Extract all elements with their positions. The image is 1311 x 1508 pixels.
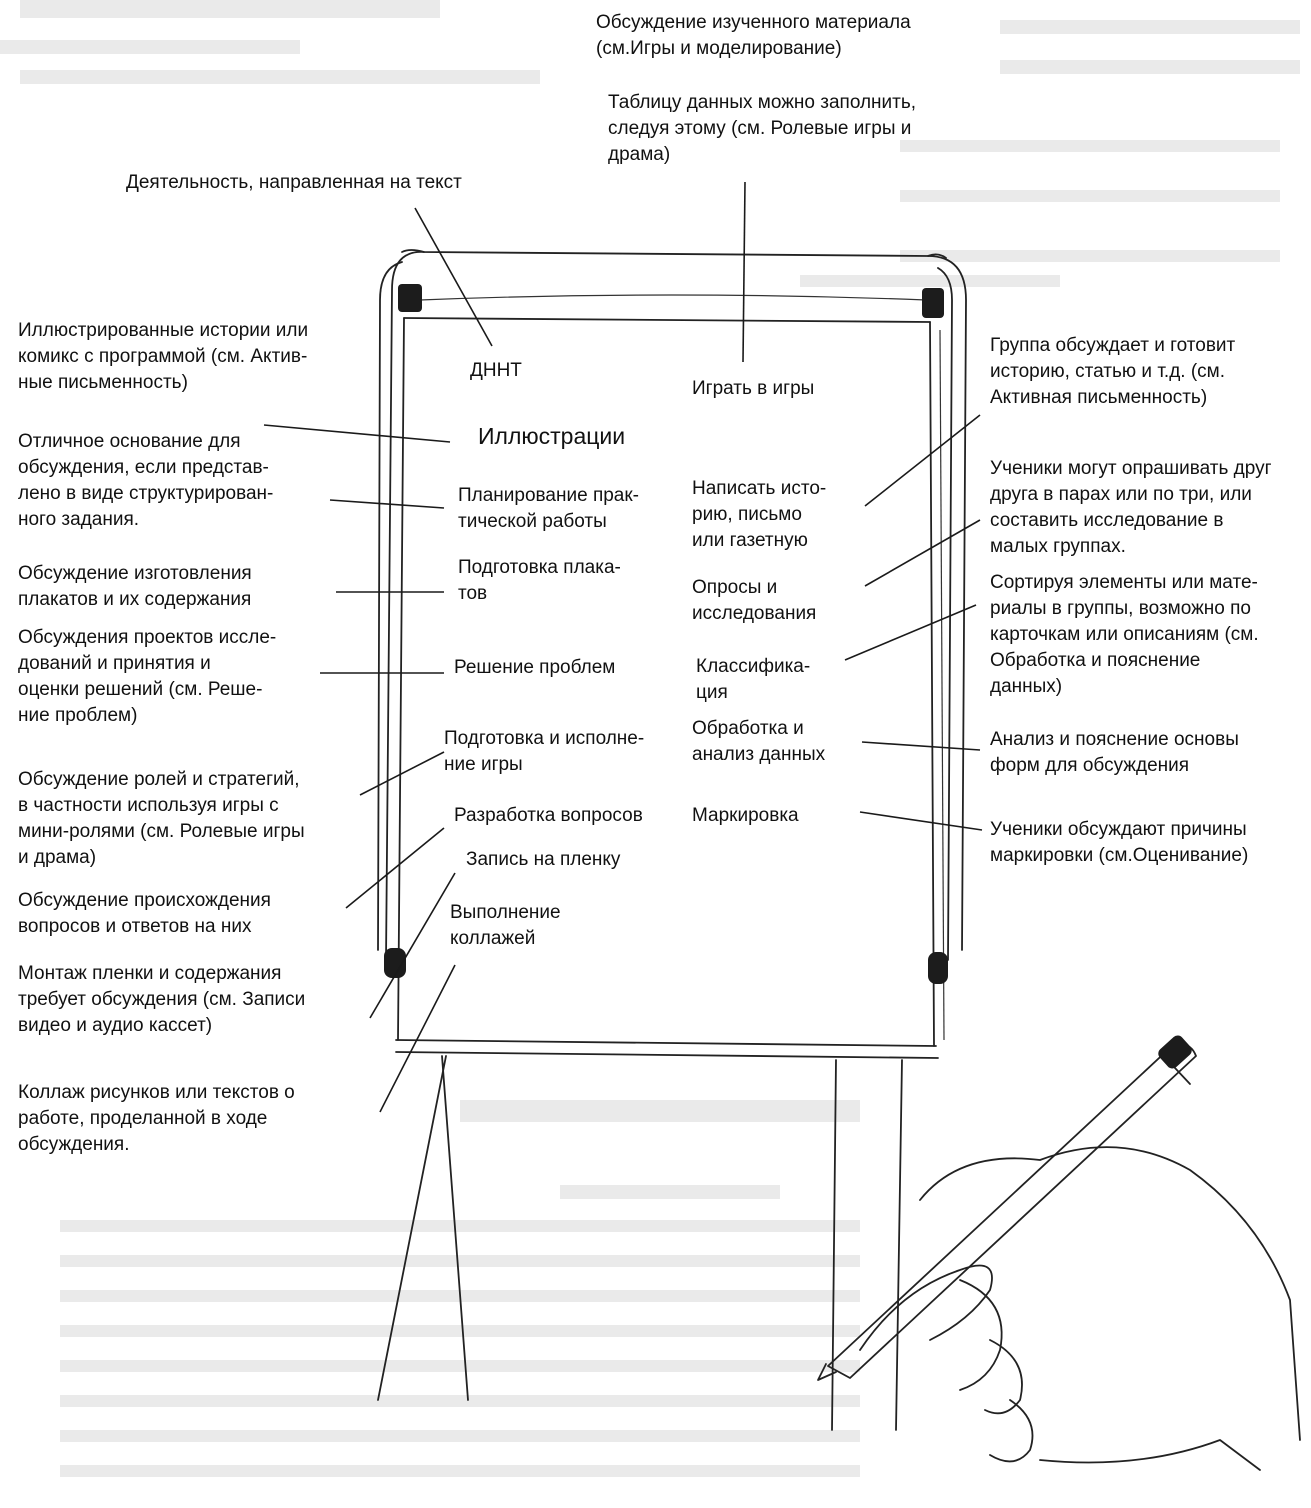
label-roles-discussion: Обсуждение ролей и стратегий, в частност… — [18, 769, 305, 868]
board-item-problem-solving: Решение проблем — [454, 657, 616, 678]
label-illustrated-stories: Иллюстрированные истории или комикс с пр… — [18, 320, 309, 393]
label-analysis-forms: Анализ и пояснение основы форм для обсуж… — [990, 729, 1239, 776]
board-item-poster-prep: Подготовка плака- тов — [458, 557, 621, 604]
label-data-table: Таблицу данных можно заполнить, следуя э… — [608, 92, 917, 165]
clip-top-right — [922, 288, 944, 318]
clip-top-left — [398, 284, 422, 312]
label-text-activity: Деятельность, направленная на текст — [126, 172, 462, 193]
label-discussion-studied-material: Обсуждение изученного материала (см.Игры… — [596, 12, 911, 59]
board-item-practical-planning: Планирование прак- тической работы — [458, 485, 640, 532]
background-bleed-through — [0, 0, 1300, 1477]
board-item-marking: Маркировка — [692, 805, 799, 826]
hand-with-pen-sketch — [817, 1035, 1301, 1471]
label-excellent-basis: Отличное основание для обсуждения, если … — [18, 431, 274, 530]
label-collage: Коллаж рисунков или текстов о работе, пр… — [18, 1082, 295, 1155]
flipchart-board — [377, 249, 967, 1431]
board-item-write-story: Написать исто- рию, письмо или газетную — [692, 478, 827, 551]
leader-lines — [263, 181, 983, 1113]
clip-bottom-right — [928, 952, 948, 984]
label-group-story: Группа обсуждает и готовит историю, стат… — [990, 335, 1236, 408]
board-item-data-processing: Обработка и анализ данных — [692, 718, 826, 765]
board-item-illustrations: Иллюстрации — [478, 423, 626, 449]
label-questions-discussion: Обсуждение происхождения вопросов и отве… — [18, 890, 271, 937]
board-item-game-prep: Подготовка и исполне- ние игры — [444, 728, 645, 775]
board-item-collages: Выполнение коллажей — [450, 902, 561, 949]
clip-bottom-left — [384, 948, 406, 978]
label-pupils-survey: Ученики могут опрашивать друг друга в па… — [990, 458, 1272, 557]
board-item-play-games: Играть в игры — [692, 378, 815, 399]
board-item-surveys: Опросы и исследования — [692, 577, 817, 624]
label-sorting: Сортируя элементы или мате- риалы в груп… — [990, 572, 1259, 697]
board-item-recording: Запись на пленку — [466, 849, 621, 870]
label-poster-discussion: Обсуждение изготовления плакатов и их со… — [18, 563, 252, 610]
label-marking-reasons: Ученики обсуждают причины маркировки (см… — [990, 819, 1249, 866]
board-item-classification: Классифика- ция — [696, 656, 811, 703]
board-item-question-design: Разработка вопросов — [454, 805, 643, 826]
label-projects-discussion: Обсуждения проектов иссле- дований и при… — [18, 627, 277, 726]
label-film-montage: Монтаж пленки и содержания требует обсуж… — [18, 963, 306, 1036]
board-item-dnnt: ДННТ — [470, 360, 522, 381]
